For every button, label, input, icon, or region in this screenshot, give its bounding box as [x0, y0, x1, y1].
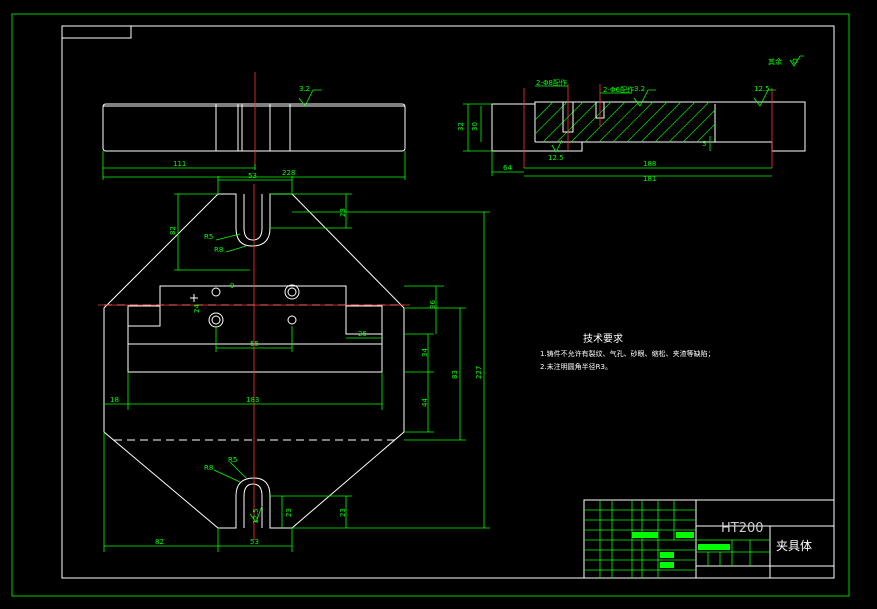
tech-title: 技术要求 — [583, 332, 623, 345]
dim-plan-r8-bottom: R8 — [204, 464, 213, 472]
dim-plan-44: 44 — [421, 398, 429, 407]
dim-front-228: 228 — [282, 169, 295, 177]
dim-side-32: 32 — [457, 122, 465, 131]
dim-plan-r8-top: R8 — [214, 246, 223, 254]
dim-plan-53-bottom: 53 — [250, 538, 259, 546]
material-label: HT200 — [721, 521, 764, 536]
dim-plan-9: 9 — [230, 282, 234, 290]
plan-roughness: 12.5 — [252, 508, 260, 524]
tech-line-1: 1.铸件不允许有裂纹、气孔、砂眼、缩松、夹渣等缺陷； — [540, 349, 715, 358]
callout-hole-b: 2-Φ6配作 — [603, 85, 634, 94]
dim-plan-23-top: 23 — [339, 208, 347, 217]
dim-plan-23-bottom-inner: 23 — [285, 508, 293, 517]
side-roughness-left: 3.2 — [634, 85, 645, 93]
outer-frame — [11, 13, 850, 597]
dim-side-181: 181 — [643, 175, 656, 183]
dim-side-5: 5 — [702, 140, 706, 148]
dim-plan-r5-top: R5 — [204, 233, 213, 241]
side-section-view: 2-Φ8配作 2-Φ6配作 3.2 12.5 12.5 32 30 64 188… — [457, 78, 806, 183]
dim-plan-34: 34 — [421, 348, 429, 357]
side-roughness-right: 12.5 — [754, 85, 770, 93]
dim-plan-82-left: 82 — [169, 226, 177, 235]
remaining-roughness-note: 其余 — [768, 57, 782, 66]
front-view: 3.2 111 228 — [102, 72, 406, 180]
tech-line-2: 2.未注明圆角半径R3。 — [540, 362, 612, 371]
tech-requirements: 技术要求 1.铸件不允许有裂纹、气孔、砂眼、缩松、夹渣等缺陷； 2.未注明圆角半… — [540, 332, 715, 371]
title-block: HT200 夹具体 — [583, 499, 835, 579]
dim-plan-227: 227 — [475, 366, 483, 379]
dim-side-30: 30 — [471, 122, 479, 131]
dim-plan-183: 183 — [246, 396, 259, 404]
inner-frame — [61, 25, 835, 579]
plan-view: 12.5 R5 R8 R8 R5 53 82 23 9 24 55 25 — [98, 172, 490, 552]
dim-plan-55: 55 — [250, 340, 259, 348]
dim-plan-53-top: 53 — [248, 172, 257, 180]
front-roughness: 3.2 — [299, 85, 310, 93]
callout-hole-a: 2-Φ8配作 — [536, 78, 567, 87]
dim-plan-18: 18 — [110, 396, 119, 404]
dim-side-64: 64 — [503, 164, 512, 172]
dim-plan-82-bottom: 82 — [155, 538, 164, 546]
dim-side-188: 188 — [643, 160, 656, 168]
dim-plan-83: 83 — [451, 370, 459, 379]
dim-plan-24: 24 — [193, 304, 201, 313]
dim-front-111: 111 — [173, 160, 186, 168]
part-name: 夹具体 — [776, 539, 812, 553]
dim-plan-23-bottom: 23 — [339, 508, 347, 517]
dim-plan-25: 25 — [358, 330, 367, 338]
dim-plan-r5-bottom: R5 — [228, 456, 237, 464]
side-roughness-bottom: 12.5 — [548, 154, 564, 162]
dim-plan-36: 36 — [429, 300, 437, 309]
corner-box — [61, 25, 132, 39]
